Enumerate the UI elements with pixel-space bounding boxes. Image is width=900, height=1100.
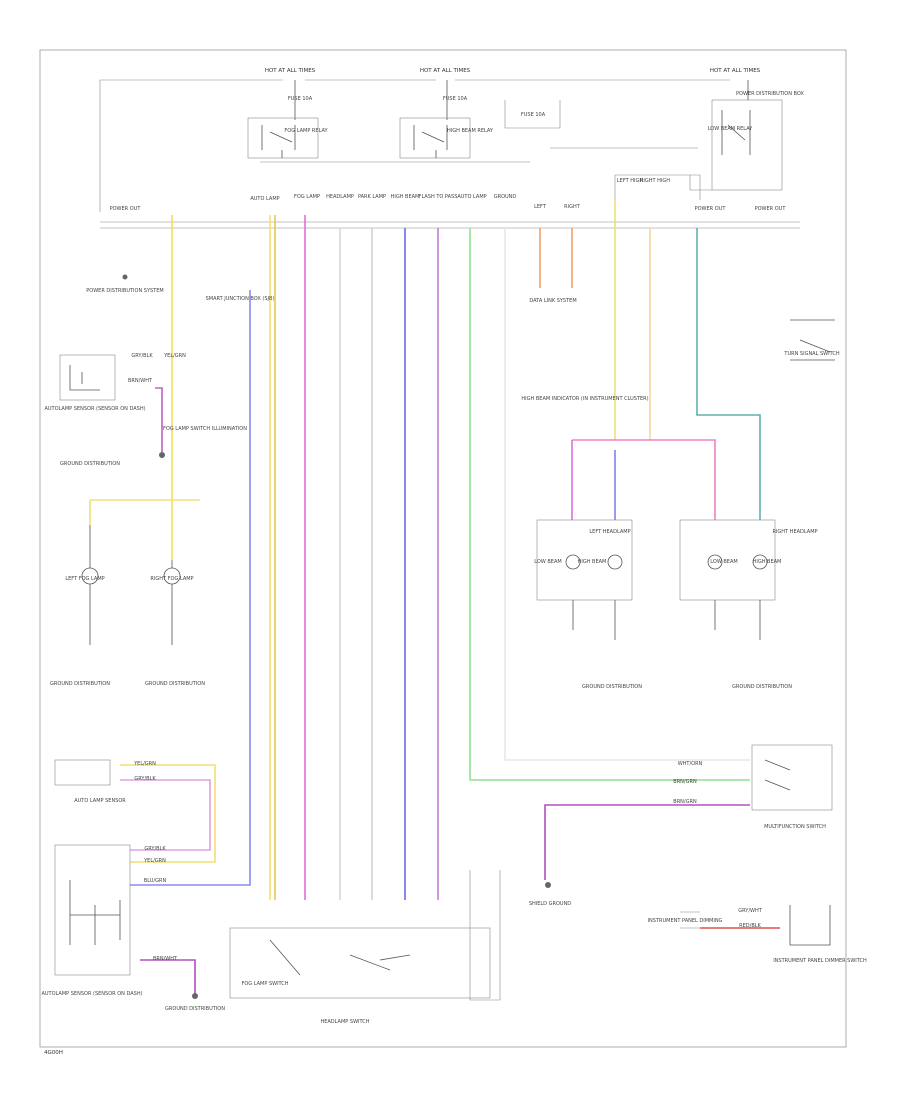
top-labels-layer: HOT AT ALL TIMES HOT AT ALL TIMES HOT AT A… xyxy=(265,68,761,74)
component-label: HIGH BEAM RELAY xyxy=(447,128,494,134)
power-label: HOT AT ALL TIMES xyxy=(710,68,761,74)
wire-color-label: YEL/GRN xyxy=(133,761,156,767)
component-label: MULTIFUNCTION SWITCH xyxy=(764,824,826,830)
component-label: AUTO LAMP xyxy=(457,194,486,200)
component-label: INSTRUMENT PANEL DIMMER SWITCH xyxy=(773,958,867,964)
wire-labels-layer: YEL/GRN GRY/BLK BRN/WHT YEL/GRN GRY/BLK GRY/B… xyxy=(128,353,763,962)
component-label: AUTO LAMP SENSOR xyxy=(74,798,126,804)
wires xyxy=(89,200,780,995)
wire-color-label: GRY/WHT xyxy=(738,908,762,914)
sjb-connector-row xyxy=(100,221,800,229)
component-label: FOG LAMP xyxy=(294,194,320,200)
component-label: FOG LAMP RELAY xyxy=(284,128,328,134)
component-label: HIGH BEAM INDICATOR (IN INSTRUMENT CLUST… xyxy=(521,396,648,402)
component-label: TURN SIGNAL SWITCH xyxy=(783,351,839,357)
wire-color-label: BRN/GRN xyxy=(673,799,697,805)
wire-color-label: BRN/GRN xyxy=(673,779,697,785)
component-label: POWER OUT xyxy=(755,206,787,212)
diagram-border xyxy=(39,49,847,1048)
wire-color-label: GRY/BLK xyxy=(131,353,153,359)
wire-color-label: BRN/WHT xyxy=(128,378,153,384)
component-label: LEFT FOG LAMP xyxy=(65,576,104,582)
wire-color-label: BRN/WHT xyxy=(153,956,178,962)
component-label: GROUND DISTRIBUTION xyxy=(732,684,792,690)
wire-color-label: BLU/GRN xyxy=(144,878,167,884)
wire-color-label: RED/BLK xyxy=(739,923,761,929)
wire-color-label: GRY/BLK xyxy=(134,776,156,782)
relay-section xyxy=(99,79,783,212)
component-label: HEADLAMP SWITCH xyxy=(320,1019,369,1025)
component-label: GROUND DISTRIBUTION xyxy=(145,681,205,687)
component-label: GROUND DISTRIBUTION xyxy=(582,684,642,690)
component-label: FUSE 10A xyxy=(521,112,546,118)
component-label: LEFT xyxy=(534,204,547,210)
component-label: GROUND xyxy=(494,194,517,200)
component-label: HIGH BEAM xyxy=(391,194,420,200)
component-label: AUTO LAMP xyxy=(250,196,279,202)
component-label: DATA LINK SYSTEM xyxy=(529,298,576,304)
component-label: AUTOLAMP SENSOR (SENSOR ON DASH) xyxy=(41,991,142,997)
component-label: FOG LAMP SWITCH ILLUMINATION xyxy=(163,426,247,432)
component-label: POWER OUT xyxy=(110,206,142,212)
component-label: HIGH BEAM xyxy=(578,559,607,565)
wire-color-label: WHT/ORN xyxy=(678,761,703,767)
component-label: RIGHT xyxy=(564,204,581,210)
components xyxy=(54,274,835,1001)
component-label: GROUND DISTRIBUTION xyxy=(60,461,120,467)
wire-color-label: YEL/GRN xyxy=(143,858,166,864)
component-label: GROUND DISTRIBUTION xyxy=(165,1006,225,1012)
component-label: PARK LAMP xyxy=(358,194,386,200)
component-label: POWER DISTRIBUTION SYSTEM xyxy=(86,288,163,294)
component-label: INSTRUMENT PANEL DIMMING xyxy=(648,918,723,924)
component-label: FUSE 10A xyxy=(443,96,468,102)
component-label: FUSE 10A xyxy=(288,96,313,102)
footer-code: 4G00H xyxy=(44,1050,63,1056)
component-label: GROUND DISTRIBUTION xyxy=(50,681,110,687)
component-label: HIGH BEAM xyxy=(753,559,782,565)
wire-color-label: GRY/BLK xyxy=(144,846,166,852)
component-label: SMART JUNCTION BOX (SJB) xyxy=(206,296,275,302)
component-label: LEFT HEADLAMP xyxy=(589,529,630,535)
component-label: LOW BEAM xyxy=(534,559,561,565)
power-label: HOT AT ALL TIMES xyxy=(420,68,471,74)
component-label: RIGHT HEADLAMP xyxy=(772,529,817,535)
component-label: SHIELD GROUND xyxy=(529,901,571,907)
component-label: RIGHT FOG LAMP xyxy=(150,576,193,582)
component-label: LOW BEAM RELAY xyxy=(708,126,754,132)
component-label: FLASH TO PASS xyxy=(419,194,458,200)
component-label: FOG LAMP SWITCH xyxy=(241,981,288,987)
component-label: LEFT HIGH xyxy=(617,178,643,184)
component-label: POWER OUT xyxy=(695,206,727,212)
component-label: POWER DISTRIBUTION BOX xyxy=(736,91,804,97)
labels-layer: FUSE 10A FUSE 10A POWER DISTRIBUTION BOX FO… xyxy=(41,91,867,1025)
component-label: RIGHT HIGH xyxy=(640,178,670,184)
component-label: AUTOLAMP SENSOR (SENSOR ON DASH) xyxy=(44,406,145,412)
wire-color-label: YEL/GRN xyxy=(163,353,186,359)
component-label: HEADLAMP xyxy=(326,194,354,200)
component-label: LOW BEAM xyxy=(710,559,737,565)
power-label: HOT AT ALL TIMES xyxy=(265,68,316,74)
